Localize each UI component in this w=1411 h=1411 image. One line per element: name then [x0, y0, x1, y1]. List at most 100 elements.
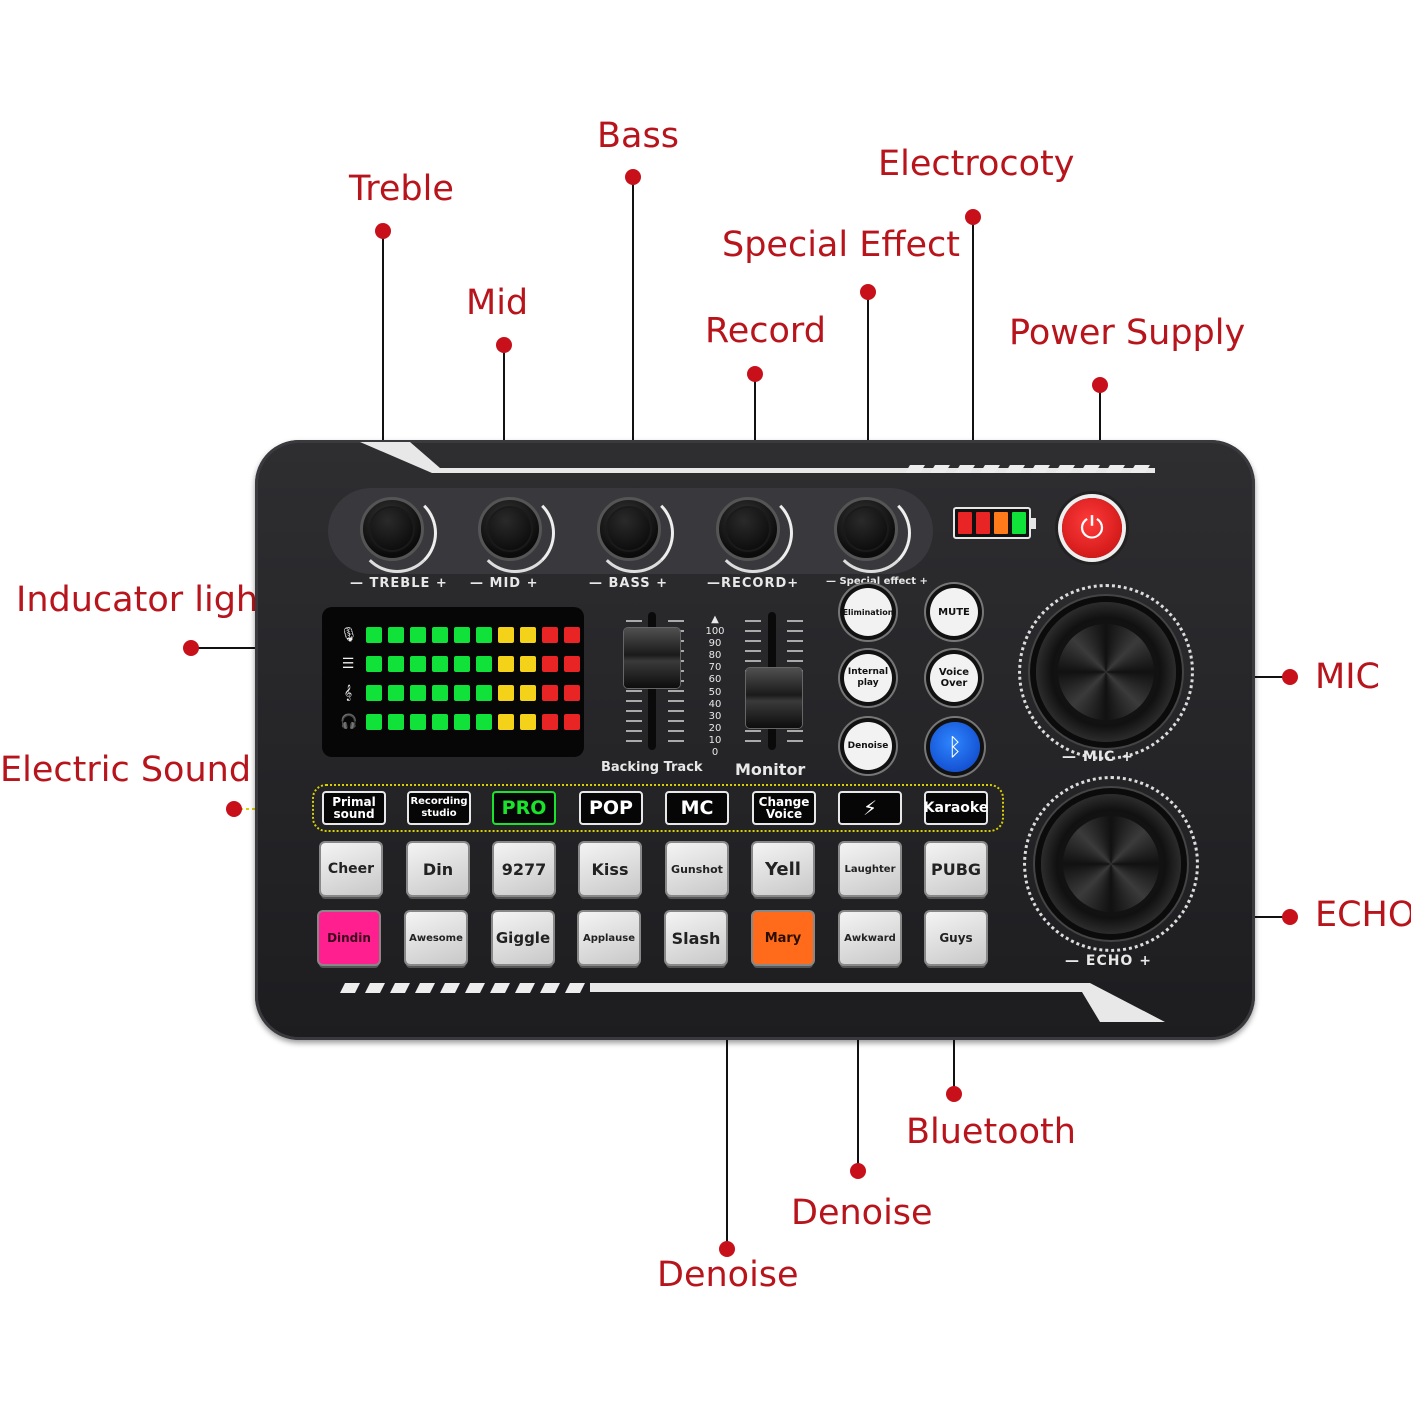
battery-indicator	[953, 507, 1036, 539]
echo-dial-label: — ECHO +	[1065, 953, 1152, 969]
mic-dial-label: — MIC +	[1062, 749, 1134, 765]
mic-dot	[1282, 669, 1298, 685]
mode-pro[interactable]: PRO	[492, 791, 556, 825]
echo-callout: ECHO	[1315, 895, 1411, 935]
headphones-icon: 🎧	[340, 714, 358, 730]
bluetooth-button[interactable]: ᛒ	[930, 722, 980, 772]
backing-track-label: Backing Track	[601, 760, 703, 775]
pad-awkward[interactable]: Awkward	[840, 912, 900, 964]
echo-dial[interactable]	[1041, 794, 1181, 934]
pad-kiss[interactable]: Kiss	[580, 843, 640, 895]
mid-callout: Mid	[466, 283, 529, 323]
scale-100: 100	[705, 626, 725, 638]
scale-80: 80	[708, 650, 722, 662]
electric-sound-callout: Electric Sound	[0, 750, 252, 790]
scale-50: 50	[708, 686, 722, 698]
mode-mc[interactable]: MC	[665, 791, 729, 825]
mic-dial-scale	[1018, 584, 1194, 760]
mid-ring	[475, 493, 555, 573]
meter-row-mic: 🎙	[340, 627, 580, 643]
battery-cell-red	[958, 512, 972, 534]
pad-awesome[interactable]: Awesome	[406, 912, 466, 964]
backing-track-fader[interactable]	[624, 628, 680, 688]
record-callout: Record	[705, 311, 826, 351]
fader-scale: ▲ 100 90 80 70 60 50 40 30 20 10 0	[702, 614, 728, 759]
denoise-dot-2	[719, 1241, 735, 1257]
mid-label: — MID +	[470, 576, 539, 591]
scale-90: 90	[708, 638, 722, 650]
treble-knob[interactable]	[360, 497, 424, 561]
bass-dot	[625, 169, 641, 185]
monitor-fader[interactable]	[746, 668, 802, 728]
voice-over-button[interactable]: Voice Over	[930, 654, 978, 702]
bass-callout: Bass	[597, 116, 679, 156]
scale-20: 20	[708, 722, 722, 734]
special-effect-callout: Special Effect	[722, 225, 960, 265]
mode-electric-icon[interactable]: ⚡	[838, 791, 902, 825]
power-button[interactable]: ⏻	[1062, 498, 1122, 558]
denoise-dot-1	[850, 1163, 866, 1179]
internal-play-button[interactable]: Internal play	[844, 654, 892, 702]
pad-gunshot[interactable]: Gunshot	[667, 843, 727, 895]
electric-sound-frame	[312, 784, 1004, 832]
special-effect-knob[interactable]	[834, 497, 898, 561]
pad-laughter[interactable]: Laughter	[840, 843, 900, 895]
special-effect-dot	[860, 284, 876, 300]
treble-callout: Treble	[349, 169, 454, 209]
mute-button[interactable]: MUTE	[930, 588, 978, 636]
mode-recording-studio[interactable]: Recording studio	[407, 791, 471, 825]
music-note-icon: 𝄞	[343, 685, 353, 701]
echo-dot	[1282, 909, 1298, 925]
mic-dial[interactable]	[1036, 602, 1176, 742]
bass-ring	[594, 493, 674, 573]
scale-0: 0	[711, 747, 719, 759]
pad-9277[interactable]: 9277	[494, 843, 554, 895]
pad-cheer[interactable]: Cheer	[321, 843, 381, 895]
denoise-button[interactable]: Denoise	[844, 722, 892, 770]
mid-knob[interactable]	[478, 497, 542, 561]
mode-karaoke[interactable]: Karaoke	[924, 791, 988, 825]
pad-giggle[interactable]: Giggle	[493, 912, 553, 964]
record-label: —RECORD+	[707, 576, 800, 591]
pad-pubg[interactable]: PUBG	[926, 843, 986, 895]
scale-10: 10	[708, 734, 722, 746]
pad-guys[interactable]: Guys	[926, 912, 986, 964]
electrocoty-dot	[965, 209, 981, 225]
mode-primal-sound[interactable]: Primal sound	[322, 791, 386, 825]
mid-dot	[496, 337, 512, 353]
pad-mary[interactable]: Mary	[753, 912, 813, 964]
bluetooth-icon: ᛒ	[947, 733, 963, 761]
echo-dial-scale	[1023, 776, 1199, 952]
pad-yell[interactable]: Yell	[753, 843, 813, 895]
treble-label: — TREBLE +	[350, 576, 448, 591]
power-icon: ⏻	[1080, 510, 1104, 546]
mode-pop[interactable]: POP	[579, 791, 643, 825]
battery-cell-orange	[994, 512, 1008, 534]
pad-slash[interactable]: Slash	[666, 912, 726, 964]
bass-knob[interactable]	[597, 497, 661, 561]
meter-row-equalizer: ☰	[340, 656, 580, 672]
battery-cell-green	[1012, 512, 1026, 534]
mic-callout: MIC	[1315, 657, 1380, 697]
mic-icon: 🎙	[340, 627, 358, 643]
battery-cell-red-2	[976, 512, 990, 534]
bass-label: — BASS +	[589, 576, 669, 591]
pad-applause[interactable]: Applause	[579, 912, 639, 964]
scale-40: 40	[708, 698, 722, 710]
record-dot	[747, 366, 763, 382]
scale-70: 70	[708, 662, 722, 674]
special-effect-label: — Special effect +	[826, 576, 928, 587]
electric-sound-dot	[226, 801, 242, 817]
mode-change-voice[interactable]: Change Voice	[752, 791, 816, 825]
bluetooth-callout: Bluetooth	[906, 1112, 1076, 1152]
pad-dindin[interactable]: Dindin	[319, 912, 379, 964]
scale-60: 60	[708, 674, 722, 686]
bluetooth-dot	[946, 1086, 962, 1102]
record-ring	[713, 493, 793, 573]
record-knob[interactable]	[716, 497, 780, 561]
meter-row-music: 𝄞	[340, 685, 580, 701]
meter-row-headphones: 🎧	[340, 714, 580, 730]
pad-din[interactable]: Din	[408, 843, 468, 895]
elimination-button[interactable]: Elimination	[843, 588, 893, 636]
